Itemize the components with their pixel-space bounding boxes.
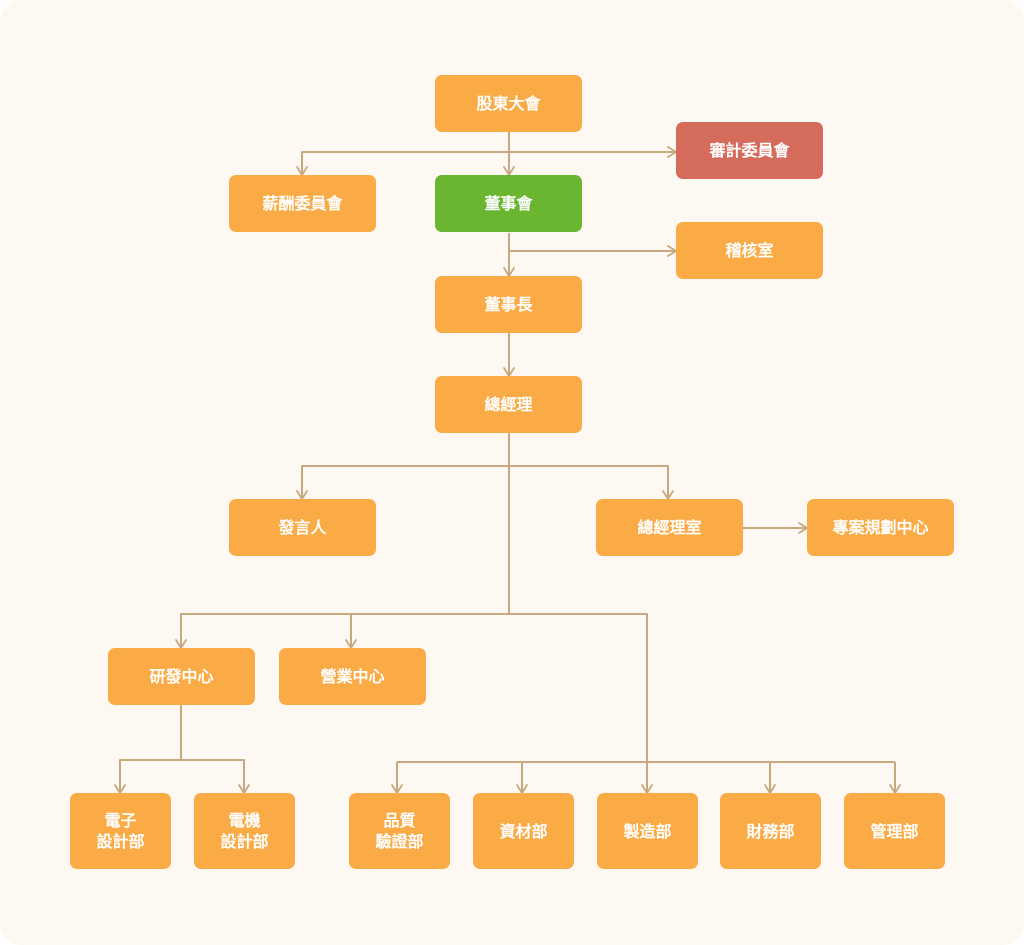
node-materials-dept[interactable]: 資材部 xyxy=(473,793,574,869)
node-finance-dept[interactable]: 財務部 xyxy=(720,793,821,869)
node-sales-center[interactable]: 營業中心 xyxy=(279,648,426,705)
node-electronic-design-dept[interactable]: 電子 設計部 xyxy=(70,793,171,869)
connector-gm-rd xyxy=(175,613,509,649)
connector-rd-electronic xyxy=(114,759,181,794)
node-remuneration-committee[interactable]: 薪酬委員會 xyxy=(229,175,376,232)
node-board-of-directors[interactable]: 董事會 xyxy=(435,175,582,232)
connector-gm-departments xyxy=(509,613,653,794)
node-project-planning-center[interactable]: 專案規劃中心 xyxy=(807,499,954,556)
node-gm-office[interactable]: 總經理室 xyxy=(596,499,743,556)
node-shareholders-meeting[interactable]: 股東大會 xyxy=(435,75,582,132)
node-management-dept[interactable]: 管理部 xyxy=(844,793,945,869)
node-internal-audit-office[interactable]: 稽核室 xyxy=(676,222,823,279)
connector-shareholders-remuneration xyxy=(296,151,509,176)
connector-gm-spokesperson xyxy=(296,465,509,500)
node-quality-verification-dept[interactable]: 品質 驗證部 xyxy=(349,793,450,869)
node-chairman[interactable]: 董事長 xyxy=(435,276,582,333)
connector-gm-office xyxy=(509,465,674,500)
node-spokesperson[interactable]: 發言人 xyxy=(229,499,376,556)
connector-rd-motor xyxy=(181,759,250,794)
node-audit-committee[interactable]: 審計委員會 xyxy=(676,122,823,179)
node-rd-center[interactable]: 研發中心 xyxy=(108,648,255,705)
node-general-manager[interactable]: 總經理 xyxy=(435,376,582,433)
node-motor-design-dept[interactable]: 電機 設計部 xyxy=(194,793,295,869)
node-manufacturing-dept[interactable]: 製造部 xyxy=(597,793,698,869)
